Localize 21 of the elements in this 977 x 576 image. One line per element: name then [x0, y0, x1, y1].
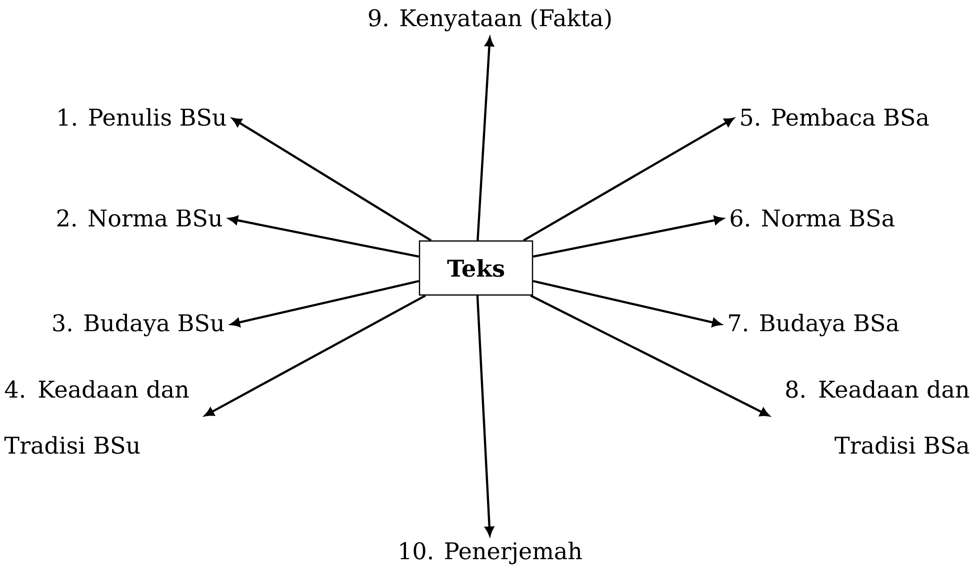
arrow	[230, 280, 420, 327]
label-text: 9. Kenyataan (Fakta)	[368, 8, 611, 32]
label-text: 7. Budaya BSa	[729, 314, 899, 336]
arrow	[522, 118, 734, 242]
arrow	[476, 296, 494, 536]
label-text: 2. Norma BSu	[57, 209, 222, 227]
label-text: 6. Norma BSa	[730, 209, 894, 227]
label-text: 4. Keadaan dan Tradisi BSu	[4, 380, 189, 454]
label-text: 3. Budaya BSu	[53, 314, 224, 336]
arrow	[228, 216, 420, 258]
label-text: 5. Pembaca BSa	[741, 108, 929, 126]
arrow	[476, 37, 494, 240]
arrow	[532, 280, 722, 327]
arrow	[530, 294, 770, 416]
arrow	[232, 118, 432, 242]
label-text: 10. Penerjemah	[400, 542, 582, 564]
text-box: Teks	[418, 240, 534, 296]
arrow	[204, 294, 426, 416]
label-text: 1. Penulis BSu	[58, 108, 226, 126]
label-text: 8. Keadaan dan Tradisi BSa	[786, 380, 970, 454]
arrow	[532, 216, 724, 258]
